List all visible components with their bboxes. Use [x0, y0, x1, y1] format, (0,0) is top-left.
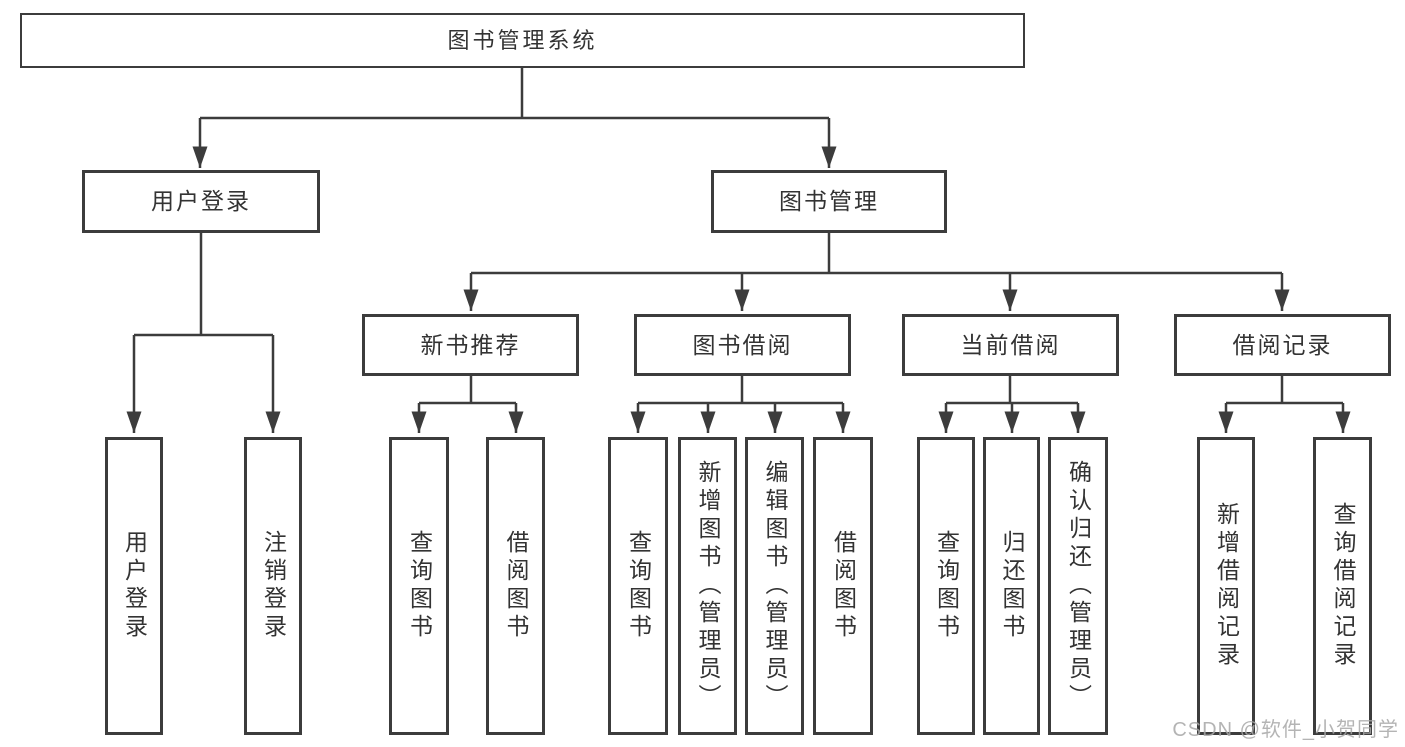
connectors-root	[192, 68, 837, 168]
node-book-management: 图书管理	[711, 170, 947, 233]
node-user-login: 用户登录	[82, 170, 320, 233]
node-leaf-borrow-edit-admin: 编辑图书（管理员）	[745, 437, 804, 735]
node-root-system: 图书管理系统	[20, 13, 1025, 68]
node-leaf-current-search: 查询图书	[917, 437, 975, 735]
node-borrow-records: 借阅记录	[1174, 314, 1391, 376]
watermark: CSDN @软件_小贺同学	[1172, 719, 1399, 741]
connectors-user-login	[126, 233, 281, 433]
node-leaf-record-add: 新增借阅记录	[1197, 437, 1255, 735]
node-leaf-borrow-book: 借阅图书	[813, 437, 873, 735]
node-leaf-current-return: 归还图书	[983, 437, 1040, 735]
node-leaf-logout: 注销登录	[244, 437, 302, 735]
node-leaf-borrow-search: 查询图书	[608, 437, 668, 735]
node-leaf-newbook-search: 查询图书	[389, 437, 449, 735]
connectors-current-borrow	[938, 376, 1086, 433]
connectors-book-management	[463, 233, 1290, 311]
node-leaf-borrow-add-admin: 新增图书（管理员）	[678, 437, 737, 735]
connectors-borrow-records	[1218, 376, 1351, 433]
node-leaf-record-search: 查询借阅记录	[1313, 437, 1372, 735]
node-book-borrow: 图书借阅	[634, 314, 851, 376]
node-current-borrow: 当前借阅	[902, 314, 1119, 376]
node-leaf-current-confirm-admin: 确认归还（管理员）	[1048, 437, 1108, 735]
connectors-book-borrow	[630, 376, 851, 433]
node-leaf-user-login: 用户登录	[105, 437, 163, 735]
node-leaf-newbook-borrow: 借阅图书	[486, 437, 545, 735]
connectors-new-book-recommend	[411, 376, 524, 433]
node-new-book-recommend: 新书推荐	[362, 314, 579, 376]
